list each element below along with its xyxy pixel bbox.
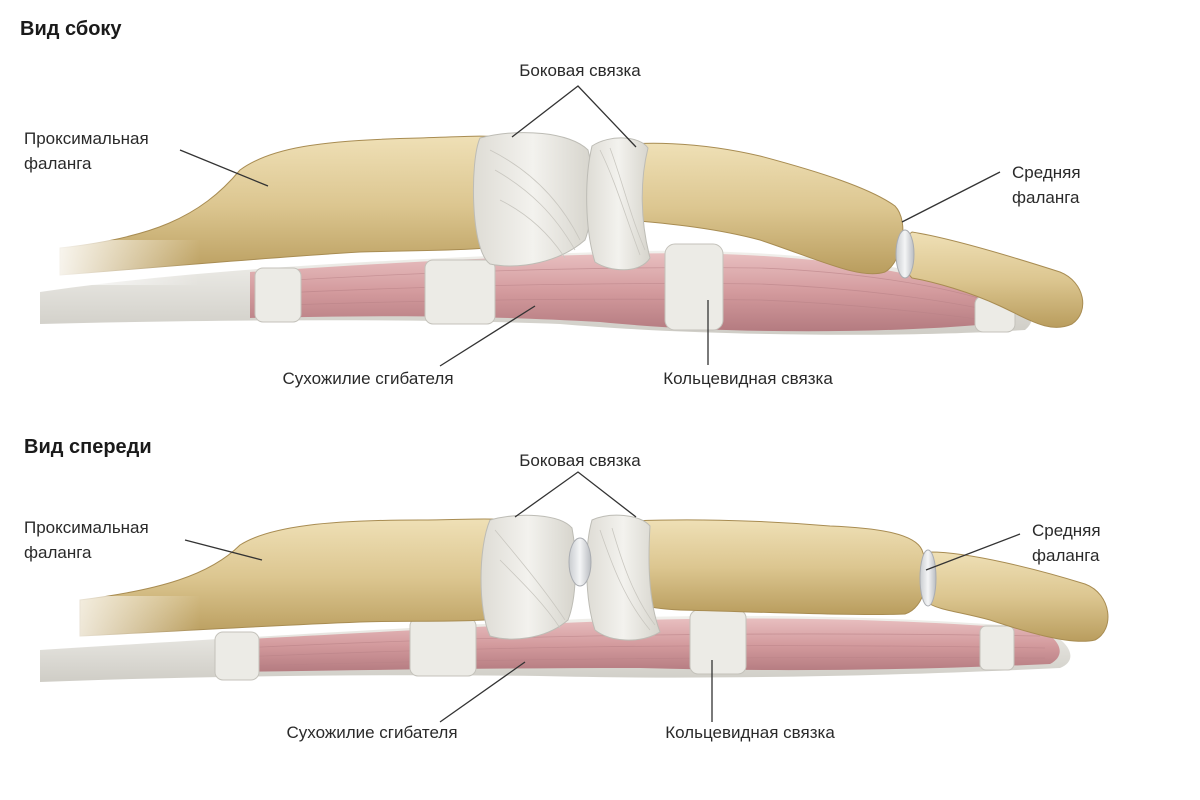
front-collateral-ligament-left [480,514,576,640]
side-proximal-fade [40,240,200,285]
side-collateral-ligament-left [472,132,593,267]
front-view-title: Вид спереди [24,436,152,458]
front-pip-cartilage [568,537,592,587]
front-label-middle-phalanx: Средняя фаланга [1032,518,1101,568]
side-distal-phalanx [902,231,1084,328]
front-dip-cartilage [919,549,937,607]
front-leader-tendon [439,661,526,723]
side-dip-cartilage [895,229,915,279]
side-leader-collateral [511,85,637,148]
front-label-annular-ligament: Кольцевидная связка [665,723,835,742]
side-label-flexor-tendon: Сухожилие сгибателя [282,369,454,388]
front-label-proximal-phalanx: Проксимальная фаланга [24,515,149,565]
front-collateral-ligament-right [586,514,661,641]
side-leader-middle [901,171,1001,223]
side-label-collateral-ligament: Боковая связка [519,61,641,80]
side-view-title: Вид сбоку [20,18,122,40]
side-view [40,132,1084,335]
front-label-proximal-line1: Проксимальная [24,518,149,537]
side-label-proximal-line2: фаланга [24,154,92,173]
side-label-proximal-phalanx: Проксимальная фаланга [24,126,149,176]
side-label-middle-line1: Средняя [1012,163,1081,182]
side-leader-proximal [179,149,269,187]
front-label-collateral-ligament: Боковая связка [519,451,641,470]
side-label-proximal-line1: Проксимальная [24,129,149,148]
front-leader-middle [925,533,1021,571]
front-ligament-fibers [494,527,656,631]
side-leader-tendon [439,305,536,367]
front-annular-bands [214,609,1015,681]
front-tendon-fibers [239,633,1046,667]
leader-lines [179,85,1021,723]
front-label-middle-line2: фаланга [1032,546,1100,565]
front-label-flexor-tendon: Сухожилие сгибателя [286,723,458,742]
front-proximal-fade [40,596,200,640]
front-leader-collateral [514,471,637,518]
side-ligament-fibers [489,147,646,259]
side-label-middle-line2: фаланга [1012,188,1080,207]
front-label-middle-line1: Средняя [1032,521,1101,540]
side-label-annular-ligament: Кольцевидная связка [663,369,833,388]
front-leader-proximal [184,539,263,561]
side-label-middle-phalanx: Средняя фаланга [1012,160,1081,210]
front-label-proximal-line2: фаланга [24,543,92,562]
side-collateral-ligament-right [586,137,651,271]
front-view [40,514,1109,682]
